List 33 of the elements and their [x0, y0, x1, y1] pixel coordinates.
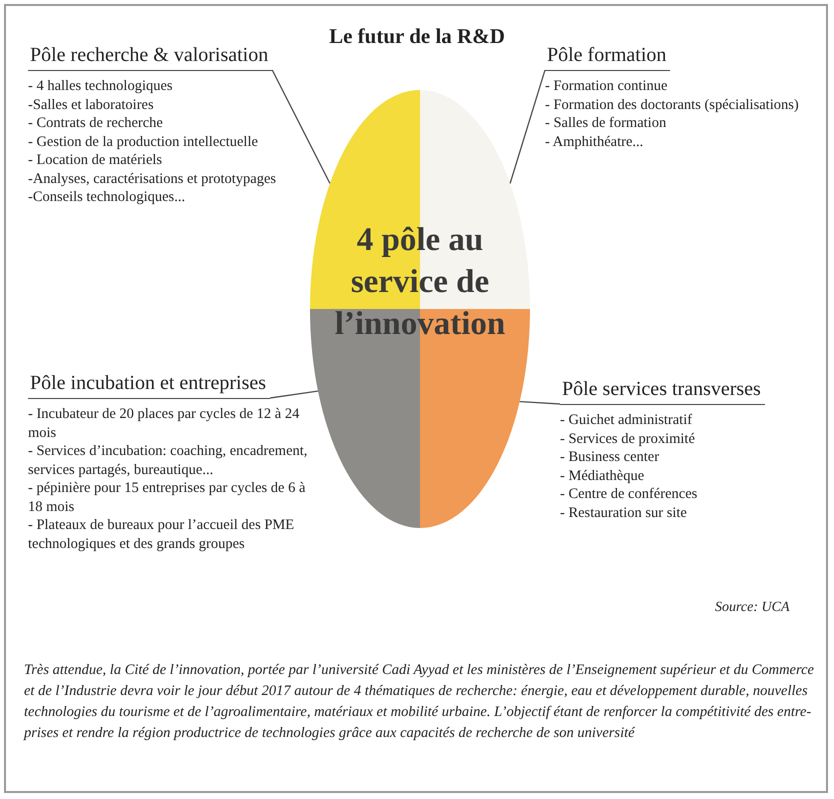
- list-item: - Gestion de la production intellectuelle: [28, 132, 259, 151]
- section-heading: Pôle recherche & valorisation: [28, 44, 272, 71]
- list-item: - Médiathèque: [560, 466, 646, 485]
- list-item: - Incubateur de 20 places par cycles de 12 à 24 mois: [28, 405, 300, 442]
- list-item: -Analyses, caractérisations et prototypages: [28, 170, 278, 188]
- list-item: - Salles de formation: [545, 114, 668, 132]
- title: Le futur de la R&D: [328, 24, 506, 49]
- list-item: - Restauration sur site: [560, 504, 688, 522]
- leader-line: [520, 400, 560, 405]
- source-note: Source: UCA: [715, 600, 790, 616]
- list-item: - Amphithéatre...: [545, 132, 644, 151]
- list-item: - Contrats de recherche: [28, 114, 164, 132]
- leader-line: [270, 390, 318, 399]
- list-item: - Formation continue: [545, 77, 668, 96]
- leader-line: [510, 70, 546, 184]
- section-heading: Pôle formation: [545, 44, 670, 71]
- list-item: - 4 halles technologiques: [28, 77, 174, 96]
- list-item: - Business center: [560, 448, 660, 466]
- list-item: -Conseils technologiques...: [28, 188, 186, 206]
- caption-paragraph: Très attendue, la Cité de l’innovation, portée par l’université Cadi Ayyad et les ministères de l’Enseignement supérieur et du Commerce et de l’Industrie devra voir le jour début 2017 autour de 4 thématiques de recherche: énergie, eau et développement durable, nouvelles technologies du tourisme et de l’agroalimentaire, matériaux et mobilité urbaine. L’objectif étant de renforcer la compétitivité des entre-prises et rendre la région productrice de technologies grâce aux capacités de recherche de son université: [24, 661, 814, 743]
- list-item: - Services de proximité: [560, 430, 696, 448]
- list-item: - Services d’incubation: coaching, encadrement, services partagés, bureautique...: [28, 442, 308, 479]
- section-heading: Pôle services transverses: [560, 378, 765, 405]
- list-item: - Centre de conférences: [560, 485, 698, 504]
- section-heading: Pôle incubation et entreprises: [28, 372, 270, 399]
- list-item: - Formation des doctorants (spécialisations): [545, 96, 800, 114]
- list-item: - pépinière pour 15 entreprises par cycles de 6 à 18 mois: [28, 479, 306, 516]
- list-item: - Guichet administratif: [560, 411, 694, 430]
- ellipse-graphic: [310, 90, 530, 528]
- leader-line: [272, 70, 330, 184]
- list-item: - Plateaux de bureaux pour l’accueil des PME technologiques et des grands groupes: [28, 516, 296, 553]
- list-item: -Salles et laboratoires: [28, 96, 155, 114]
- list-item: - Location de matériels: [28, 151, 164, 170]
